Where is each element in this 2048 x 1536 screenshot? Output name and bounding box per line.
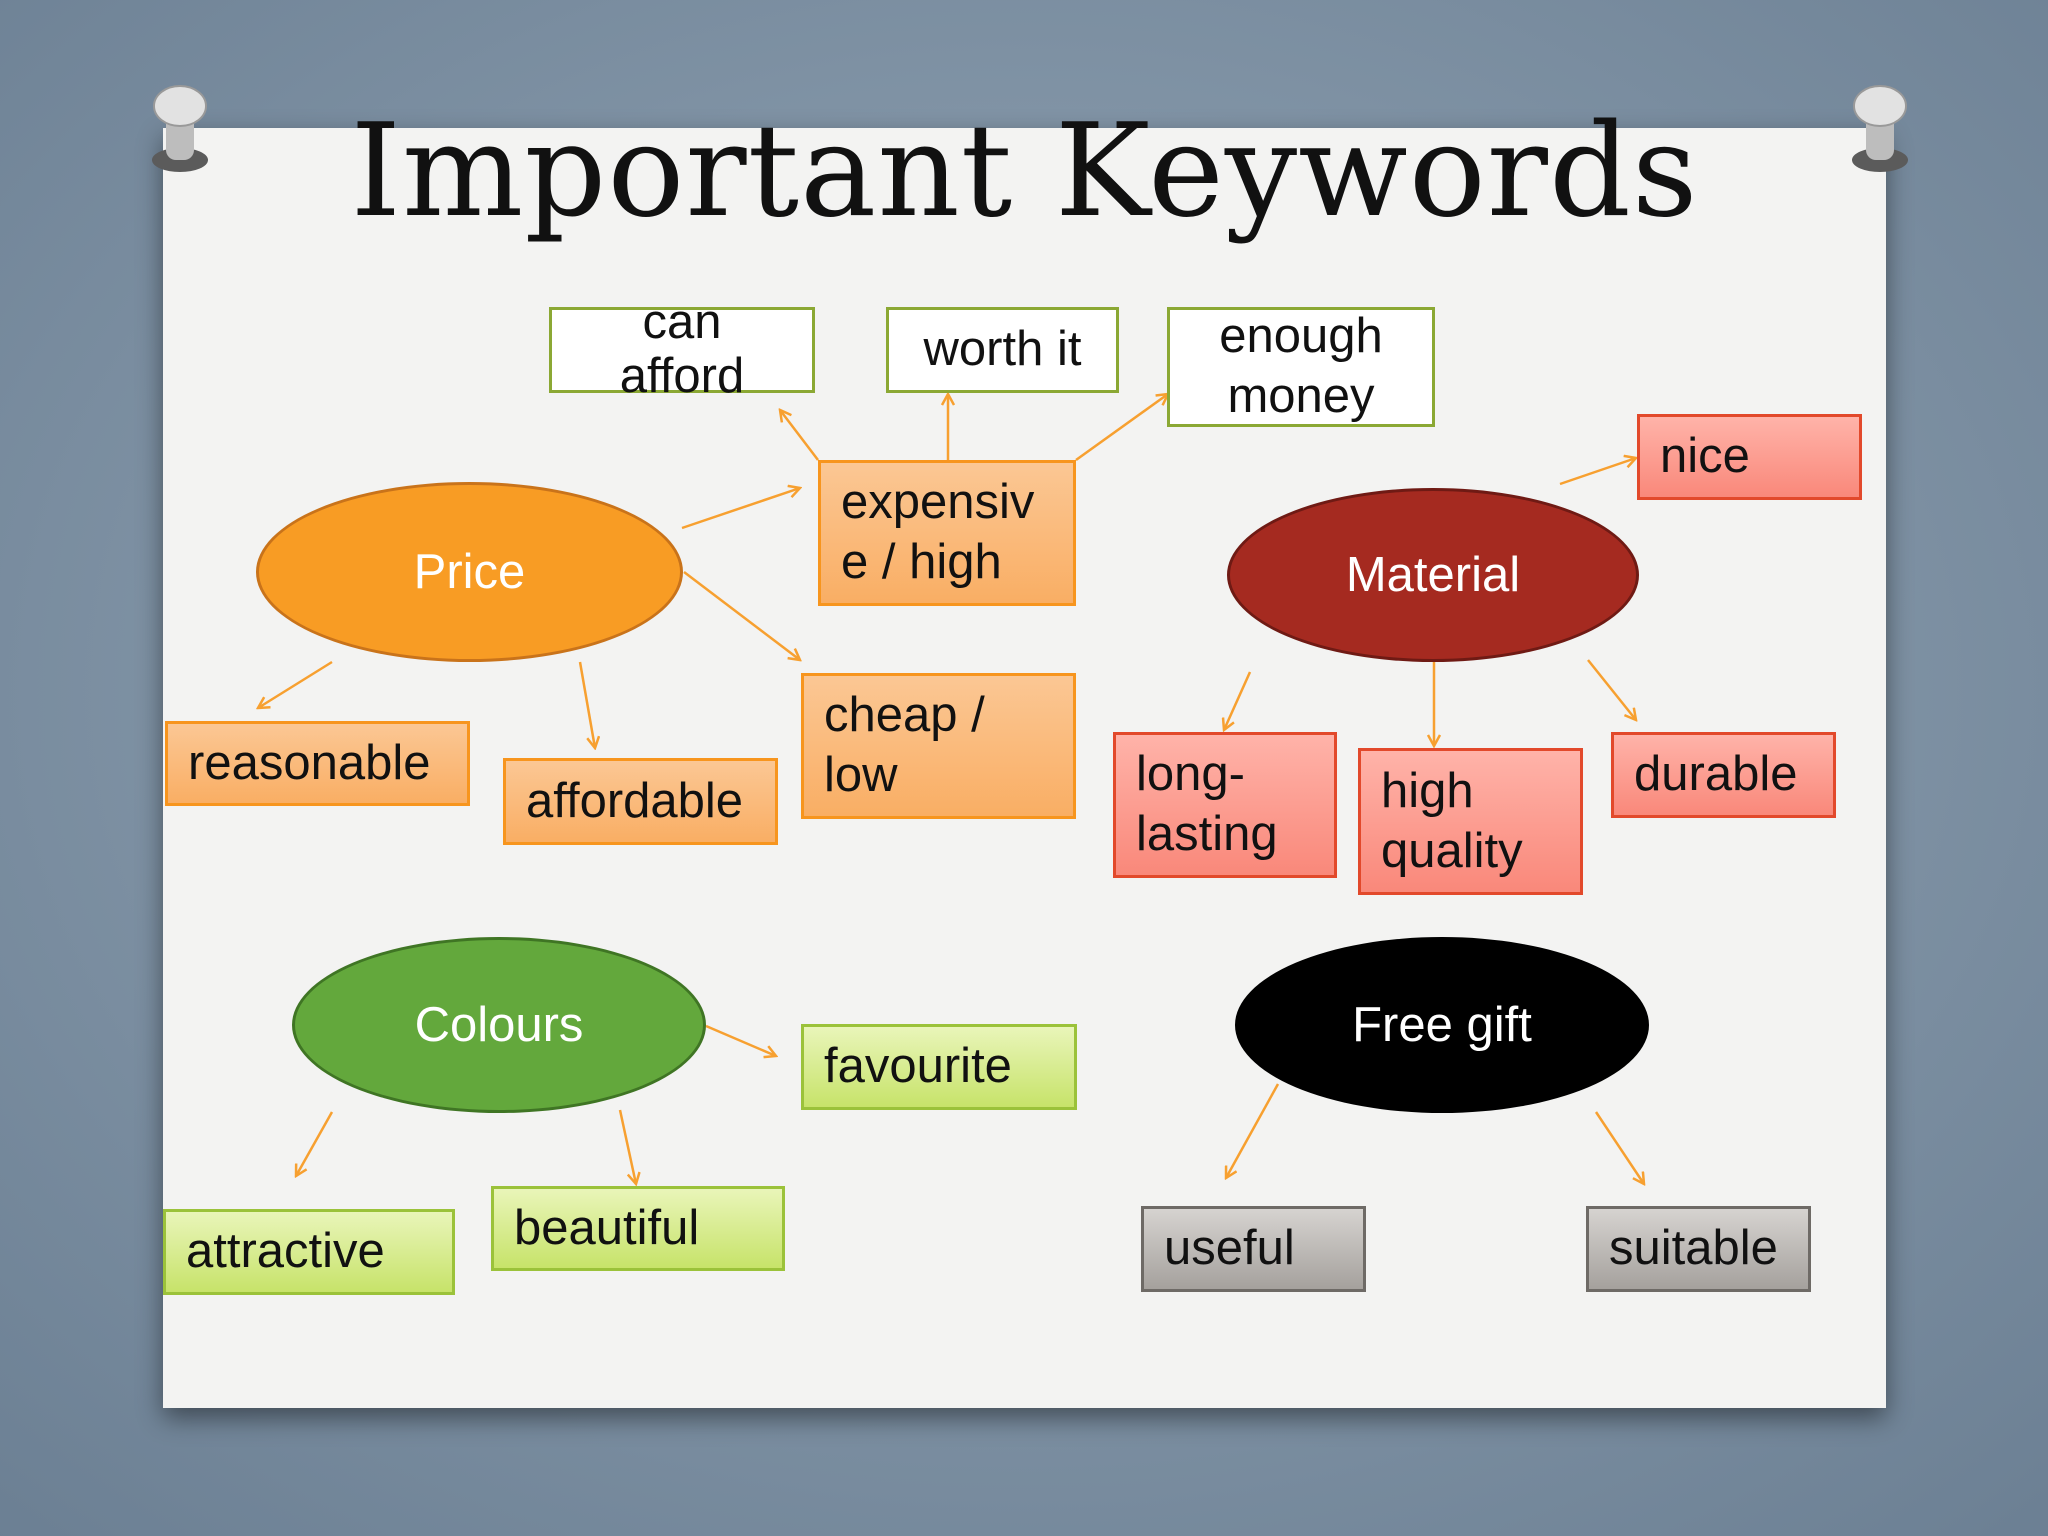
arrow-material-nice [1559,458,1636,486]
pushpin-left-icon [152,85,208,172]
keyword-high-quality-label: high quality [1381,763,1523,878]
keyword-favourite-label: favourite [824,1039,1012,1094]
arrow-material-long-lasting [1224,671,1252,730]
arrow-colours-attractive [296,1111,334,1176]
material-node: Material [1227,488,1639,662]
keyword-reasonable: reasonable [165,721,470,806]
keyword-worth-it-label: worth it [923,322,1082,377]
free-gift-label: Free gift [1352,998,1532,1052]
colours-node: Colours [292,937,706,1113]
arrow-freegift-useful [1226,1083,1280,1178]
keyword-affordable: affordable [503,758,778,845]
material-label: Material [1345,548,1521,602]
keyword-enough-money-label: enough money [1219,309,1383,423]
keyword-useful-label: useful [1164,1221,1295,1276]
keyword-long-lasting-label: long- lasting [1136,747,1278,861]
keyword-durable-label: durable [1634,747,1798,802]
keyword-reasonable-label: reasonable [188,735,431,790]
arrow-price-affordable [578,661,595,748]
keyword-nice: nice [1637,414,1862,500]
arrow-material-durable [1587,659,1636,720]
keyword-nice-label: nice [1660,429,1750,484]
keyword-enough-money: enough money [1167,307,1435,427]
keyword-durable: durable [1611,732,1836,818]
keyword-worth-it: worth it [886,307,1119,393]
price-node: Price [256,482,683,662]
keyword-can-afford: can afford [549,295,815,403]
arrow-expensive-enough-money [1075,394,1168,462]
pushpin-right-icon [1852,85,1908,172]
keyword-beautiful: beautiful [491,1186,785,1271]
arrow-price-expensive [681,488,800,530]
keyword-cheap-low-label: cheap / low [824,688,985,802]
keyword-useful: useful [1141,1206,1366,1292]
arrow-freegift-suitable [1594,1111,1644,1184]
arrow-price-cheap [683,571,800,660]
keyword-suitable-label: suitable [1609,1221,1778,1276]
keyword-beautiful-label: beautiful [514,1200,700,1255]
keyword-attractive-label: attractive [186,1224,385,1279]
slide-title: Important Keywords [350,97,1699,246]
arrow-colours-beautiful [618,1109,636,1184]
keyword-expensive-high-label: expensiv e / high [841,475,1035,589]
free-gift-node: Free gift [1235,937,1649,1113]
keyword-high-quality: high quality [1358,748,1583,895]
keyword-suitable: suitable [1586,1206,1811,1292]
keyword-cheap-low: cheap / low [801,673,1076,819]
arrow-price-reasonable [258,660,333,708]
keyword-expensive-high: expensiv e / high [818,460,1076,606]
colours-label: Colours [414,998,584,1052]
price-label: Price [413,545,526,599]
keyword-attractive: attractive [163,1209,455,1295]
arrow-colours-favourite [705,1024,776,1056]
arrow-expensive-can-afford [780,410,819,461]
keyword-long-lasting: long- lasting [1113,732,1337,878]
keyword-affordable-label: affordable [526,773,744,828]
keyword-can-afford-label: can afford [619,295,745,403]
keyword-favourite: favourite [801,1024,1077,1110]
